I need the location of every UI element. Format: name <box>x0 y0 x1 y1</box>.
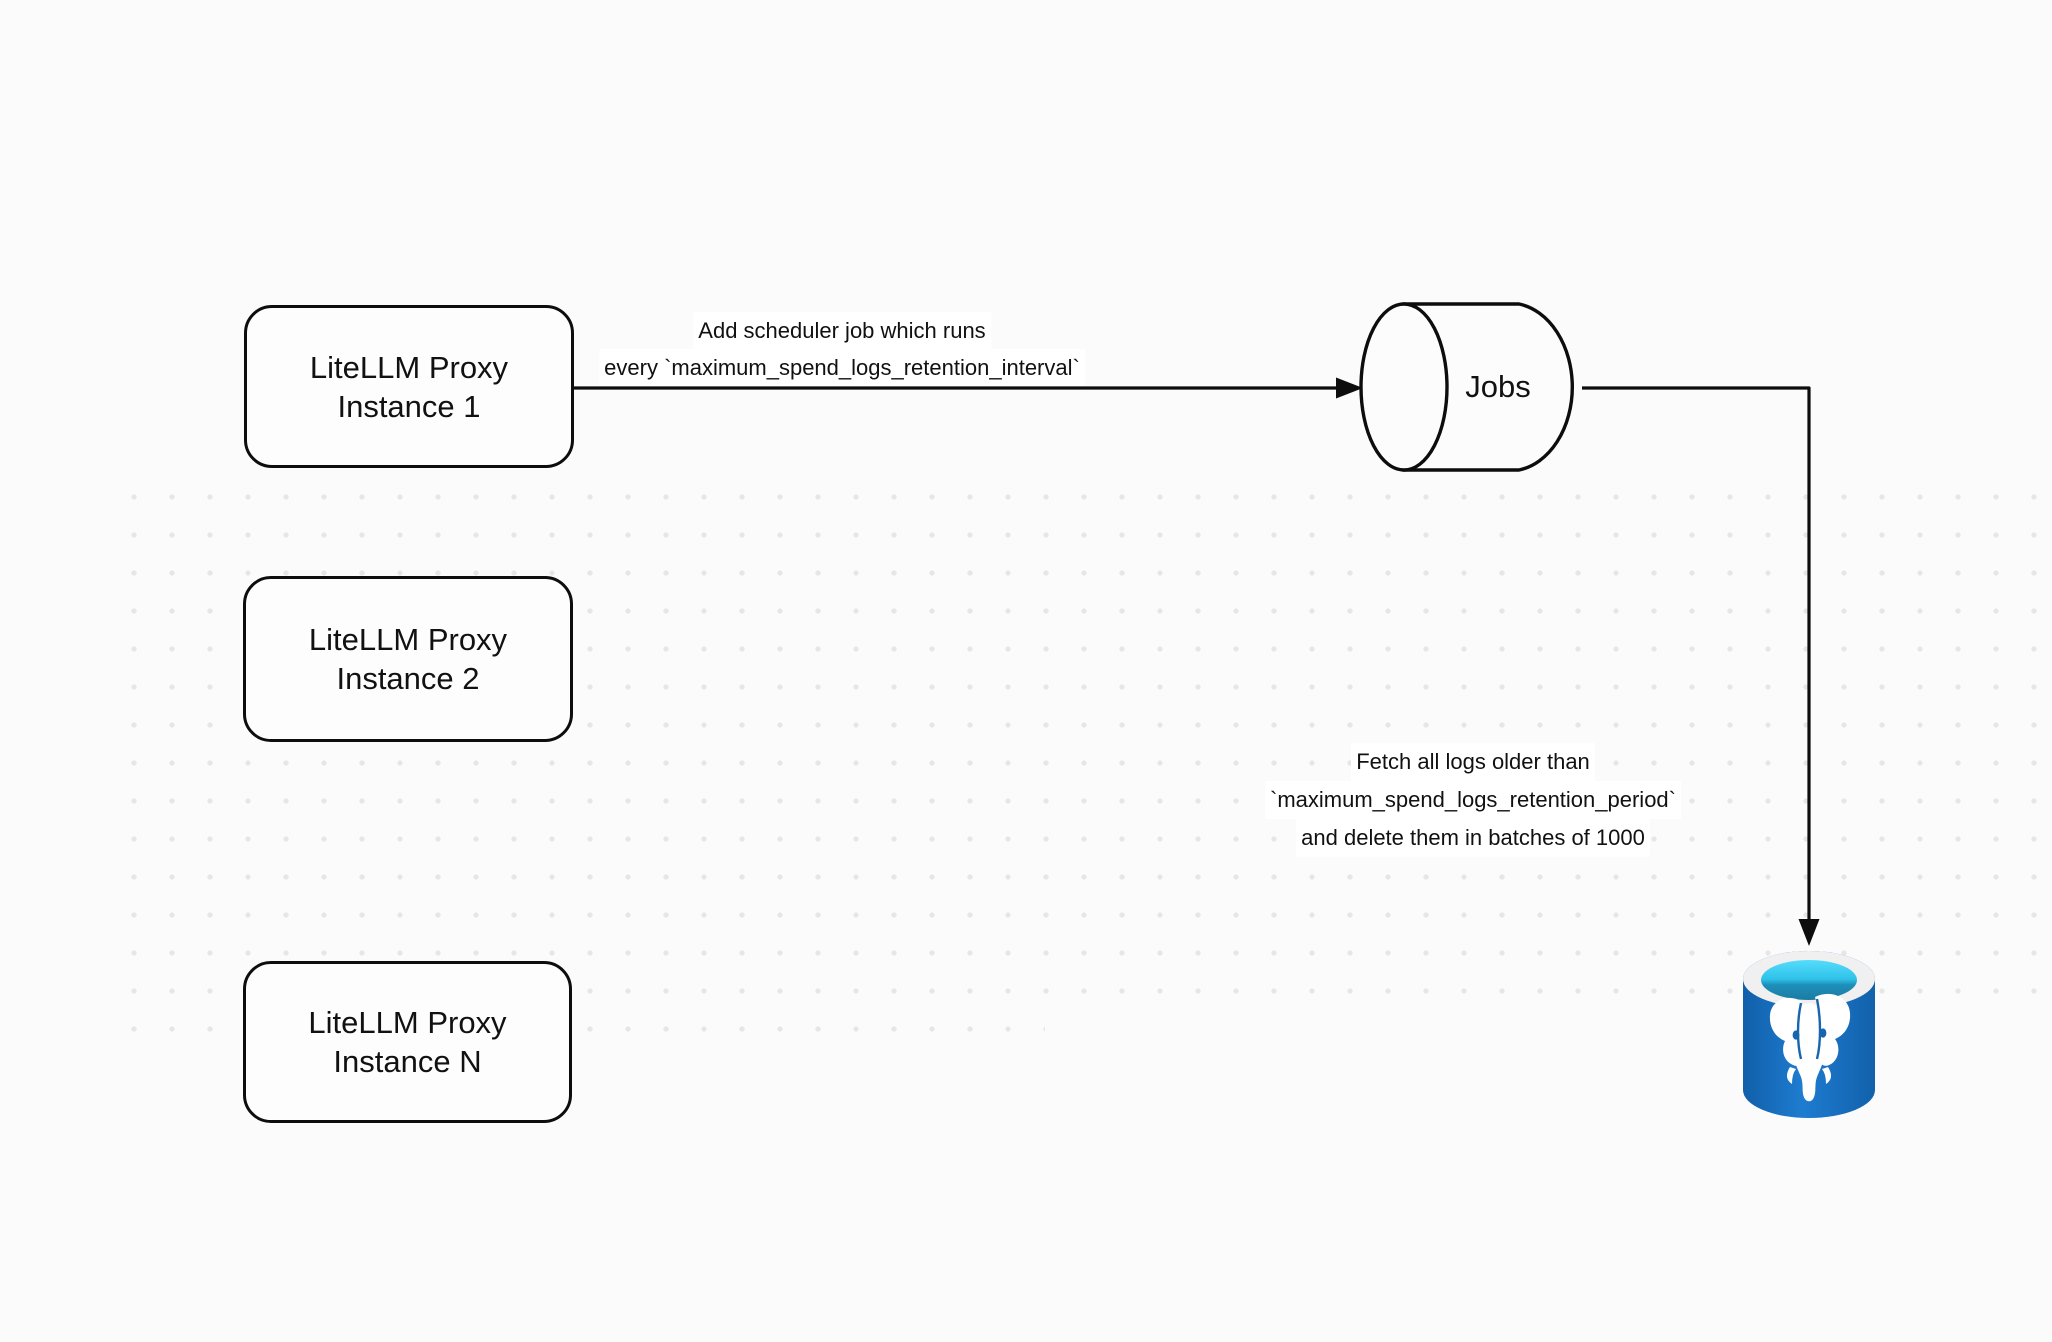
node-label-line: Instance N <box>333 1044 482 1079</box>
jobs-node-label: Jobs <box>1465 369 1531 404</box>
node-litellm-proxy-instance-1: LiteLLM Proxy Instance 1 <box>244 305 574 468</box>
elephant-eye <box>1792 1030 1800 1040</box>
node-label-line: LiteLLM Proxy <box>309 349 509 385</box>
node-label-line: Instance 2 <box>336 661 480 696</box>
edge-label-fetch-delete: Fetch all logs older than `maximum_spend… <box>1264 743 1682 857</box>
arrowhead-right-icon <box>1336 377 1363 399</box>
edge-label-line: `maximum_spend_logs_retention_period` <box>1264 781 1682 819</box>
edge-label-add-scheduler: Add scheduler job which runs every `maxi… <box>599 312 1085 386</box>
node-label-line: LiteLLM Proxy <box>308 1005 507 1040</box>
elephant-eye <box>1819 1028 1827 1038</box>
node-label-line: Instance 1 <box>337 388 481 424</box>
edge-label-line: every `maximum_spend_logs_retention_inte… <box>599 349 1085 386</box>
edge-label-line: Add scheduler job which runs <box>693 312 991 349</box>
node-label-line: LiteLLM Proxy <box>308 622 508 657</box>
node-litellm-proxy-instance-2: LiteLLM Proxy Instance 2 <box>243 576 573 742</box>
dot-grid-background <box>115 478 2052 1010</box>
edge-label-line: and delete them in batches of 1000 <box>1296 819 1650 857</box>
edge-label-line: Fetch all logs older than <box>1351 743 1595 781</box>
node-litellm-proxy-instance-n: LiteLLM Proxy Instance N <box>243 961 572 1123</box>
